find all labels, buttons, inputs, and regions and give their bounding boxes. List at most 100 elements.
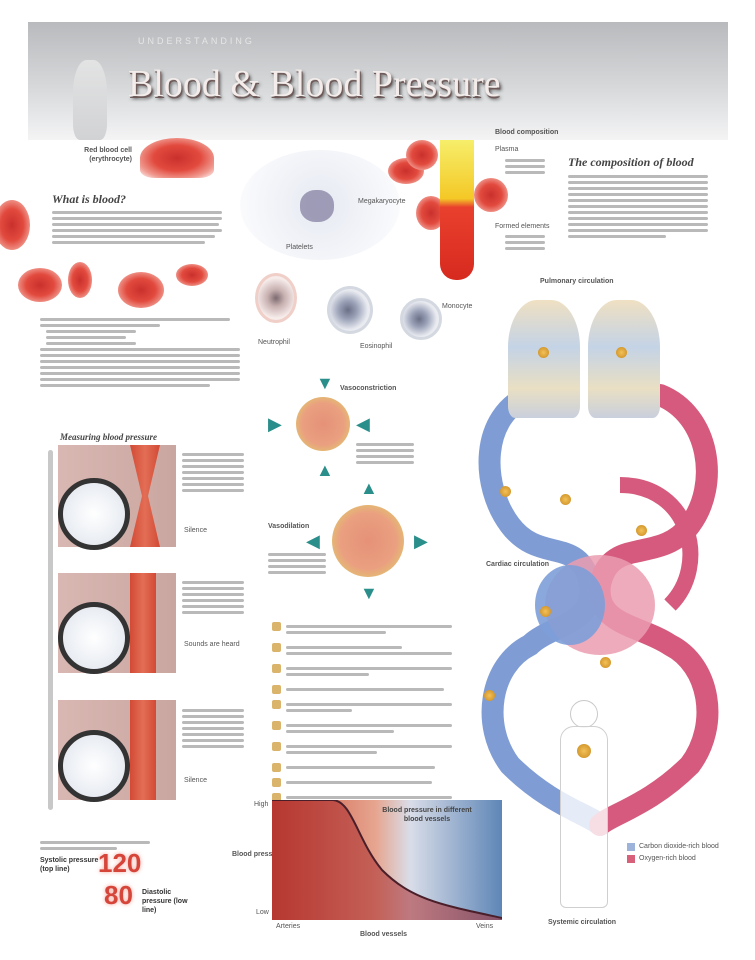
chart-xlabel: Blood vessels <box>360 931 408 938</box>
formed-elements-text <box>505 232 545 253</box>
dilated-vessel <box>332 505 404 577</box>
neutrophil-label: Neutrophil <box>258 339 290 346</box>
gauge-icon <box>58 602 130 674</box>
rbc-decoration <box>406 140 438 170</box>
arrow-right-icon: ▶ <box>414 531 428 551</box>
chart-ytick-low: Low <box>256 909 269 916</box>
chart-ytick-high: High <box>254 801 269 808</box>
human-silhouette-icon <box>73 60 107 140</box>
systemic-label: Systemic circulation <box>548 919 617 926</box>
plasma-text <box>505 156 545 177</box>
panel-3-text <box>182 706 244 751</box>
legend-item: Oxygen-rich blood <box>627 854 719 863</box>
pulmonary-label: Pulmonary circulation <box>540 278 614 285</box>
basophil-illustration <box>400 298 442 340</box>
megakaryocyte-label: Megakaryocyte <box>358 198 406 205</box>
chart-ylabel: Blood pressure <box>232 851 284 858</box>
arrow-up-icon: ▲ <box>360 478 378 498</box>
panel-1-text <box>182 450 244 495</box>
circulation-steps-list <box>272 622 452 808</box>
step-marker-icon <box>540 606 551 617</box>
step-marker-icon <box>538 347 549 358</box>
eosinophil-illustration <box>327 286 373 334</box>
what-is-blood-text <box>52 208 222 247</box>
blood-composition-tube <box>440 140 474 280</box>
arrow-down-icon: ▼ <box>316 373 334 393</box>
poster-header: UNDERSTANDING Blood & Blood Pressure <box>28 22 728 140</box>
arrow-up-icon: ▲ <box>316 460 334 480</box>
poster-title: Blood & Blood Pressure <box>128 63 501 105</box>
neutrophil-illustration <box>255 273 297 323</box>
measuring-heading: Measuring blood pressure <box>60 432 158 442</box>
heart-marker-icon <box>577 744 591 758</box>
step-marker-icon <box>636 525 647 536</box>
megakaryocyte-nucleus <box>300 190 334 222</box>
rbc-decoration <box>474 178 508 212</box>
systolic-value: 120 <box>98 848 142 878</box>
step-marker-icon <box>600 657 611 668</box>
legend-swatch-icon <box>627 842 635 851</box>
formed-elements-label: Formed elements <box>495 223 550 230</box>
list-item <box>272 643 452 658</box>
constricted-vessel <box>296 397 350 451</box>
blood-pressure-intro-text <box>40 315 240 390</box>
gauge-icon <box>58 478 130 550</box>
chart-xtick-veins: Veins <box>476 923 494 930</box>
chart-title: Blood pressure in different blood vessel… <box>382 807 472 823</box>
list-item <box>272 763 452 772</box>
legend-item: Carbon dioxide-rich blood <box>627 842 719 851</box>
list-item <box>272 778 452 787</box>
list-item <box>272 721 452 736</box>
rbc-decoration <box>0 200 30 250</box>
step-marker-icon <box>500 486 511 497</box>
list-item <box>272 700 452 715</box>
rbc-decoration <box>18 268 62 302</box>
pressure-note <box>40 838 150 853</box>
panel-3-caption: Silence <box>184 777 207 784</box>
platelets-label: Platelets <box>286 244 313 251</box>
mercury-column <box>48 450 53 810</box>
rbc-decoration <box>118 272 164 308</box>
rbc-decoration <box>176 264 208 286</box>
pressure-curve <box>272 799 503 920</box>
artery-open <box>130 700 156 800</box>
step-marker-icon <box>616 347 627 358</box>
right-lung <box>588 300 660 418</box>
legend-label: Carbon dioxide-rich blood <box>639 843 719 850</box>
composition-heading: The composition of blood <box>568 155 694 169</box>
rbc-decoration <box>68 262 92 298</box>
vasoconstriction-label: Vasoconstriction <box>340 385 397 392</box>
list-item <box>272 793 452 802</box>
arrow-left-icon: ◀ <box>306 531 320 551</box>
body-head <box>570 700 598 728</box>
vasodilation-label: Vasodilation <box>268 523 310 530</box>
series-label: UNDERSTANDING <box>138 36 255 46</box>
circulation-diagram <box>478 384 719 836</box>
panel-2-text <box>182 578 244 617</box>
diastolic-label: Diastolic pressure (low line) <box>142 889 188 914</box>
arrow-right-icon: ▶ <box>268 414 282 434</box>
vasoconstriction-text <box>356 440 414 467</box>
panel-1-caption: Silence <box>184 527 207 534</box>
cardiac-label: Cardiac circulation <box>486 561 550 568</box>
chart-xtick-arteries: Arteries <box>276 923 301 930</box>
step-marker-icon <box>560 494 571 505</box>
systolic-label: Systolic pressure (top line) <box>40 857 99 873</box>
plasma-label: Plasma <box>495 146 519 153</box>
list-item <box>272 742 452 757</box>
vasodilation-text <box>268 550 326 577</box>
eosinophil-label: Eosinophil <box>360 343 393 350</box>
composition-text <box>568 172 708 241</box>
step-marker-icon <box>484 690 495 701</box>
list-item <box>272 664 452 679</box>
red-blood-cell-illustration <box>140 138 214 178</box>
list-item <box>272 622 452 637</box>
panel-2-caption: Sounds are heard <box>184 641 240 648</box>
rbc-label: Red blood cell (erythrocyte) <box>84 147 132 163</box>
artery-partial <box>130 573 156 673</box>
left-lung <box>508 300 580 418</box>
arrow-down-icon: ▼ <box>360 583 378 603</box>
circulation-legend: Carbon dioxide-rich blood Oxygen-rich bl… <box>627 842 719 863</box>
what-is-blood-heading: What is blood? <box>52 192 127 206</box>
arrow-left-icon: ◀ <box>356 414 370 434</box>
